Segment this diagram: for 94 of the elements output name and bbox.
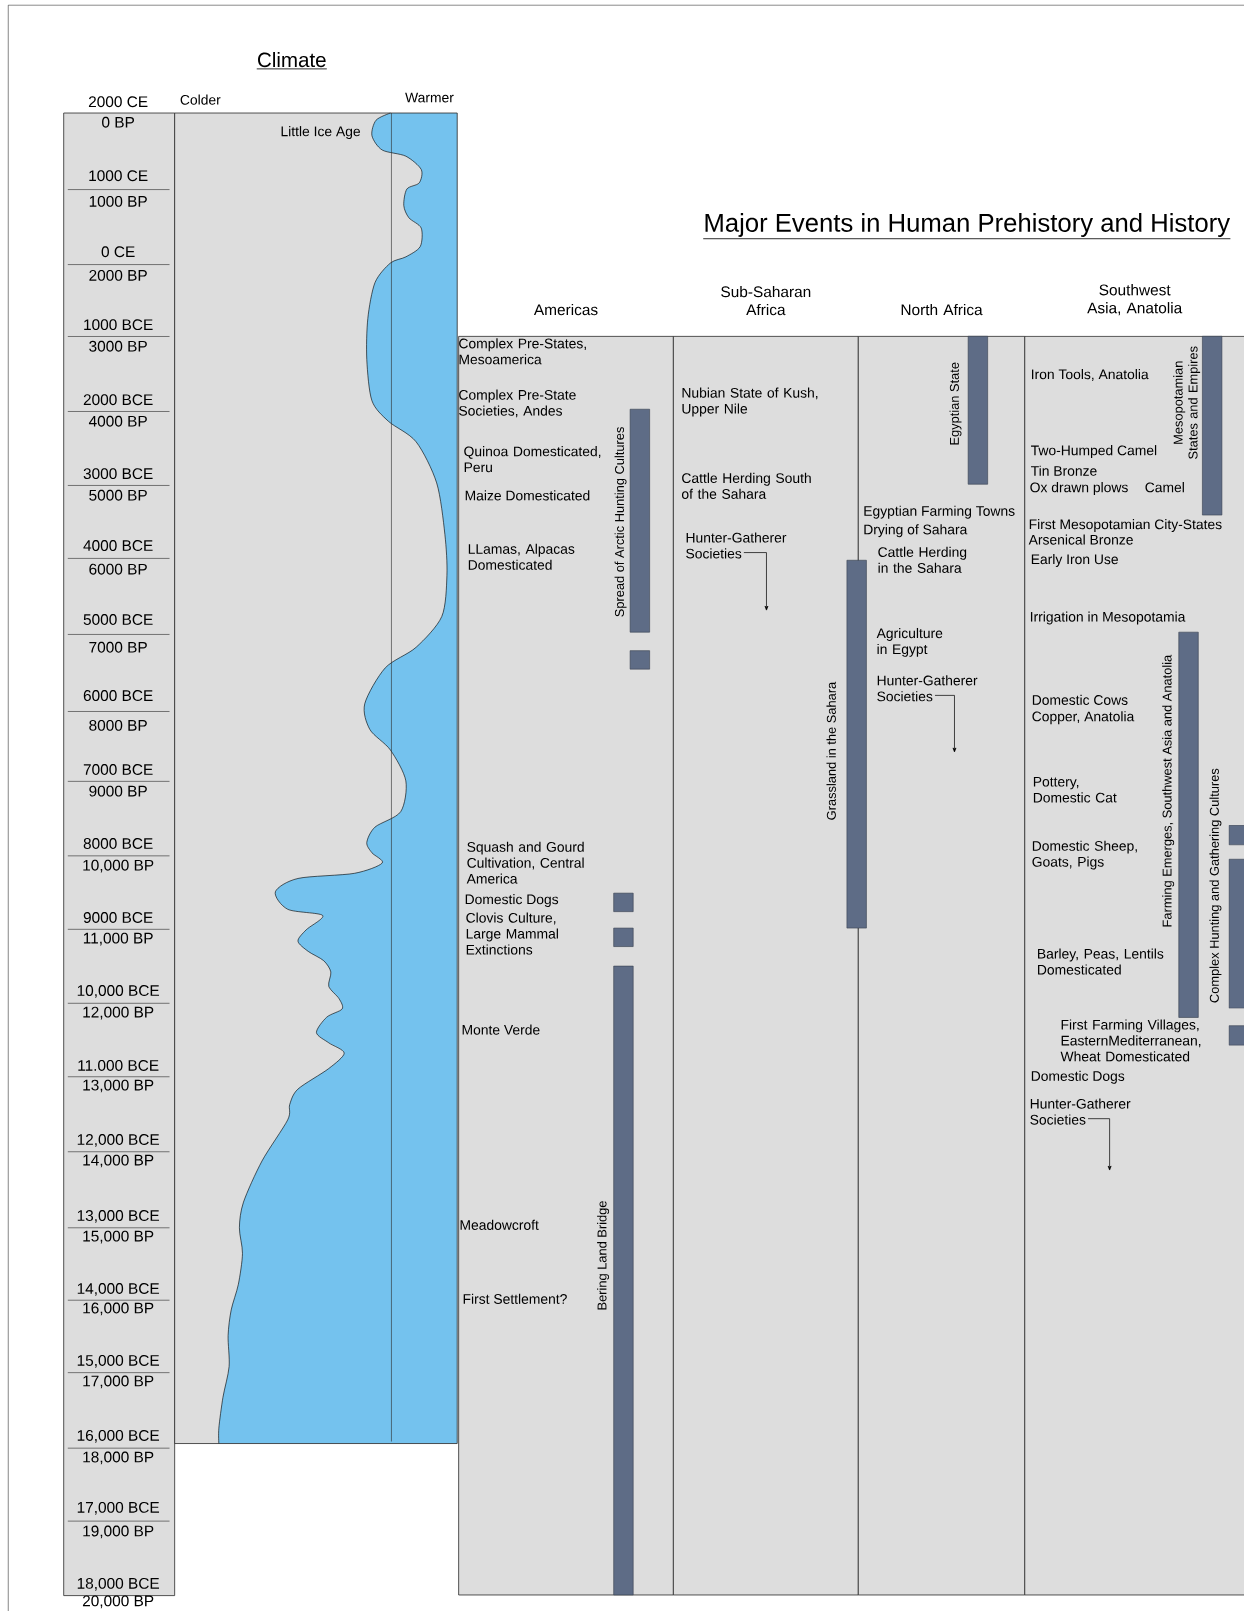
title: Major Events in Human Prehistory and History	[702, 213, 1231, 240]
arrow	[1087, 1118, 1112, 1171]
time-label: 8000 BP	[89, 719, 147, 731]
event-label: Two-Humped Camel	[1030, 445, 1157, 458]
event-label: Complex Pre-States, Mesoamerica	[459, 338, 586, 365]
time-label: 14,000 BP	[83, 1154, 154, 1168]
time-label: 16,000 BCE	[77, 1430, 159, 1443]
axis-label: Warmer	[405, 92, 454, 103]
arrow	[934, 695, 957, 753]
event-label: Hunter-Gatherer Societies	[877, 675, 978, 702]
time-label: 11.000 BCE	[78, 1060, 159, 1071]
time-label: 15,000 BCE	[77, 1355, 159, 1368]
time-label: 10,000 BCE	[77, 985, 159, 998]
time-label: 1000 BCE	[84, 319, 153, 331]
time-label: 14,000 BCE	[77, 1283, 159, 1296]
time-label: 2000 BCE	[83, 394, 153, 406]
time-label: 10,000 BP	[83, 859, 154, 873]
event-label: Cattle Herding South of the Sahara	[681, 472, 811, 499]
time-label: 9000 BCE	[83, 912, 153, 923]
node-label: North Africa	[901, 303, 983, 316]
event-label: Hunter-Gatherer Societies	[1030, 1098, 1131, 1125]
arrow	[743, 552, 769, 611]
event-label: LLamas, Alpacas Domesticated	[468, 543, 575, 570]
event-label: Hunter-Gatherer Societies	[686, 532, 787, 559]
time-label: 1000 BP	[89, 195, 147, 207]
event-label: Early Iron Use	[1031, 554, 1118, 567]
time-label: 7000 BCE	[83, 764, 153, 775]
event-label: Copper, Anatolia	[1032, 711, 1135, 725]
annotation: Little Ice Age	[281, 126, 360, 139]
time-label: 2000 BP	[89, 269, 147, 281]
time-label: 9000 BP	[89, 785, 147, 797]
time-label: 13,000 BCE	[77, 1210, 159, 1223]
event-label: Drying of Sahara	[864, 524, 968, 538]
time-label: 18,000 BCE	[77, 1577, 159, 1591]
bar-label: Mesopotamian States and Empires	[1173, 346, 1200, 459]
time-label: 19,000 BP	[83, 1525, 154, 1539]
time-label: 16,000 BP	[83, 1302, 154, 1316]
bar-label: Bering Land Bridge	[597, 1201, 609, 1310]
event-label: Quinoa Domesticated, Peru	[464, 446, 601, 473]
section-heading: Climate	[256, 52, 328, 70]
event-label: Domestic Dogs	[1031, 1070, 1125, 1084]
time-label: 5000 BP	[89, 489, 147, 501]
time-label: 8000 BCE	[83, 838, 153, 849]
time-label: 7000 BP	[89, 641, 147, 653]
event-label: Nubian State of Kush, Upper Nile	[682, 387, 818, 417]
time-label: 3000 BCE	[83, 468, 153, 480]
event-label: Meadowcroft	[460, 1219, 539, 1230]
time-label: 6000 BP	[89, 563, 147, 575]
bar	[613, 927, 634, 947]
node-label: Sub-Saharan Africa	[721, 285, 811, 316]
event-label: First Farming Villages, EasternMediterranean, Wheat Domesticated	[1060, 1019, 1201, 1062]
bar	[1228, 825, 1244, 846]
time-label: 5000 BCE	[83, 614, 153, 625]
time-label: 12,000 BCE	[77, 1134, 159, 1147]
event-label: Arsenical Bronze	[1028, 534, 1133, 545]
time-label: 4000 BCE	[83, 540, 153, 551]
event-label: Maize Domesticated	[465, 490, 590, 501]
time-label: 12,000 BP	[83, 1006, 154, 1020]
event-label: Domestic Dogs	[465, 894, 558, 907]
time-label: 17,000 BCE	[77, 1501, 159, 1515]
time-label: 1000 CE	[89, 170, 148, 182]
event-label: Egyptian Farming Towns	[864, 505, 1015, 519]
axis-label: Colder	[180, 94, 221, 105]
event-label: Barley, Peas, Lentils Domesticated	[1037, 948, 1164, 975]
event-label: Clovis Culture, Large Mammal Extinctions	[466, 912, 558, 955]
bar	[613, 892, 634, 912]
node-label: Americas	[533, 303, 598, 316]
time-label: 18,000 BP	[83, 1451, 154, 1465]
bar-label: Farming Emerges, Southwest Asia and Anatolia	[1162, 654, 1175, 927]
bar-label: Spread of Arctic Hunting Cultures	[614, 427, 627, 617]
time-label: 17,000 BP	[83, 1375, 154, 1389]
event-label: Domestic Sheep, Goats, Pigs	[1032, 840, 1137, 870]
time-label: 6000 BCE	[83, 690, 153, 702]
event-label: Iron Tools, Anatolia	[1031, 369, 1149, 381]
bar-label: Egyptian State	[949, 362, 962, 445]
event-label: Squash and Gourd Cultivation, Central America	[466, 841, 584, 884]
time-label: 0 BP	[101, 116, 134, 128]
time-label: 13,000 BP	[83, 1079, 154, 1093]
time-label: 20,000 BP	[82, 1595, 154, 1609]
time-label: 15,000 BP	[83, 1230, 154, 1244]
bar-label: Grassland in the Sahara	[826, 681, 836, 820]
event-label: Monte Verde	[462, 1024, 540, 1035]
time-label: 0 CE	[101, 246, 135, 258]
time-label: 3000 BP	[89, 340, 147, 352]
time-label: 4000 BP	[88, 415, 147, 427]
event-label: Domestic Cows	[1032, 694, 1128, 705]
node-label: Southwest Asia, Anatolia	[1087, 284, 1183, 316]
time-label: 2000 CE	[88, 96, 148, 108]
bar	[629, 650, 650, 670]
time-label: 11,000 BP	[83, 932, 153, 946]
event-label: Pottery, Domestic Cat	[1033, 776, 1117, 803]
bar	[1228, 1025, 1244, 1046]
event-label: Ox drawn plows	[1030, 482, 1128, 495]
bar-label: Complex Hunting and Gathering Cultures	[1209, 768, 1222, 1003]
